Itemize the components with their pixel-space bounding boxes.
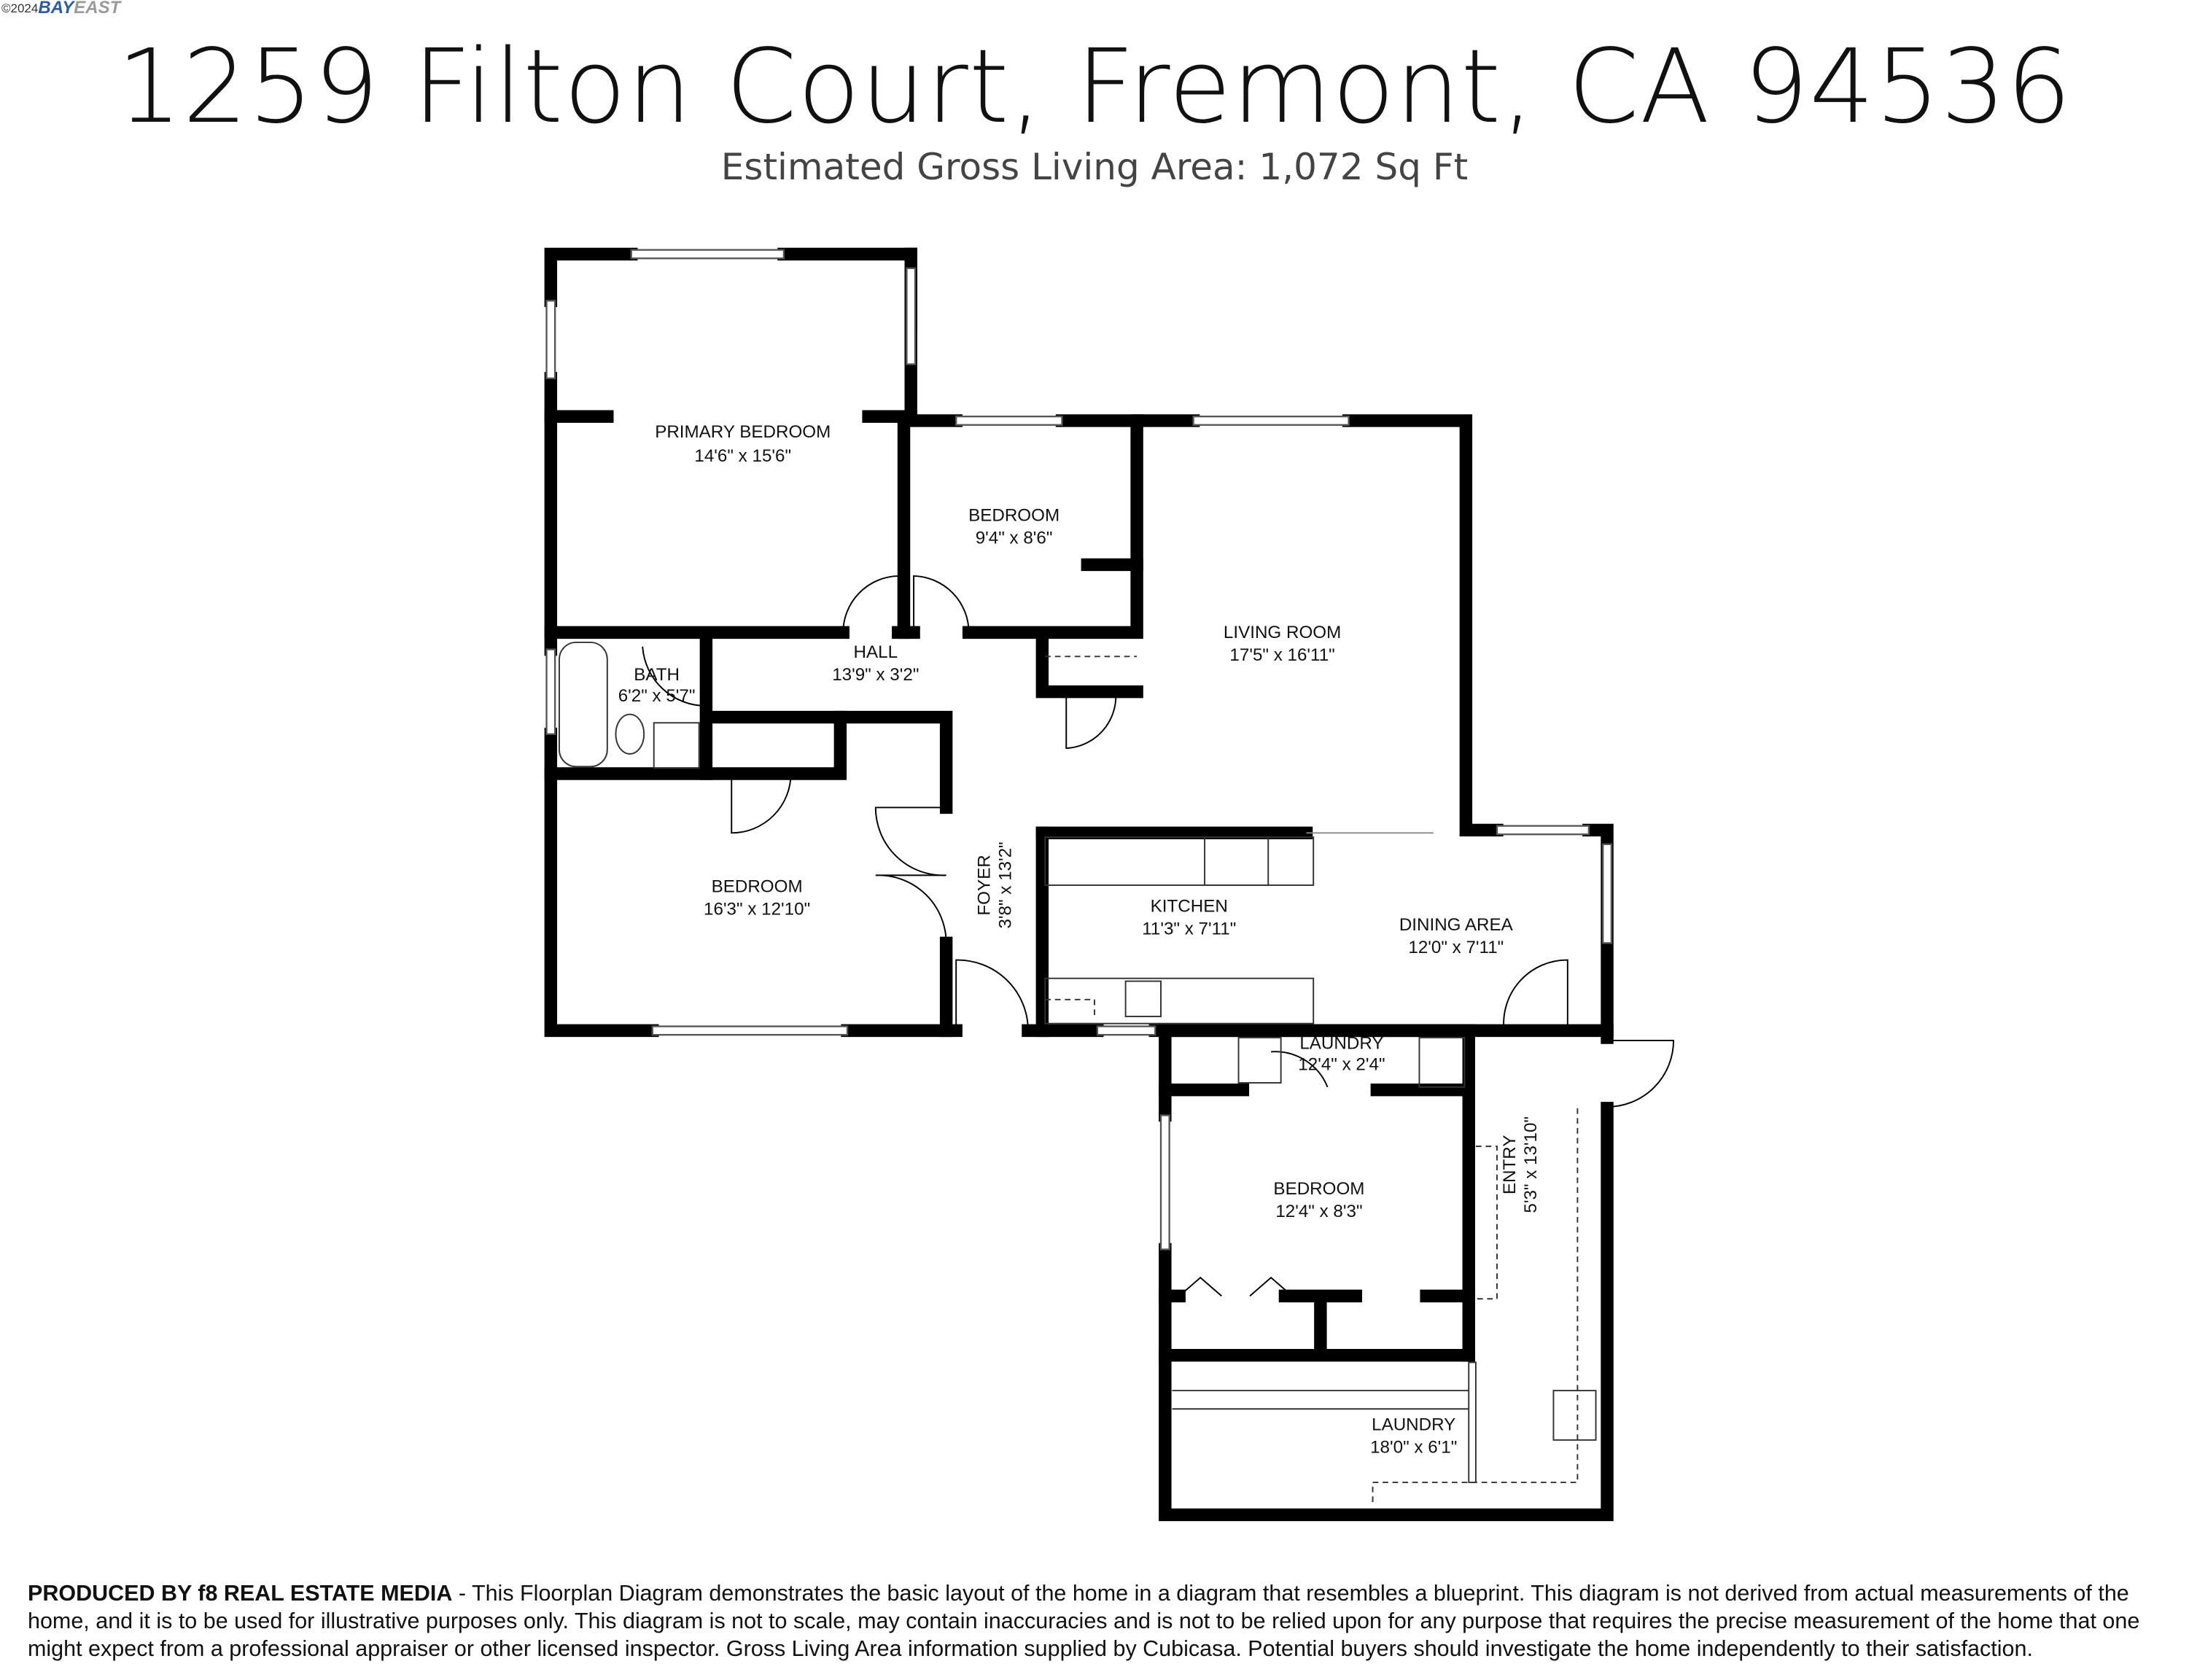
room-size: 14'6" x 15'6": [694, 446, 791, 466]
bayeast-logo: ©2024 BAY EAST: [1, 0, 120, 18]
room-size: 12'4" x 8'3": [1275, 1202, 1362, 1221]
gross-living-area: Estimated Gross Living Area: 1,072 Sq Ft: [720, 146, 1469, 188]
logo-brand-east: EAST: [74, 0, 121, 18]
page-title: 1259 Filton Court, Fremont, CA 94536: [117, 28, 2072, 147]
room-name: BEDROOM: [968, 505, 1059, 525]
water-heater: [1552, 1390, 1597, 1441]
room-size: 12'4" x 2'4": [1298, 1055, 1385, 1075]
room-name: BEDROOM: [712, 877, 803, 897]
room-labels: PRIMARY BEDROOM 14'6" x 15'6" BEDROOM 9'…: [618, 422, 1541, 1457]
room-size: 16'3" x 12'10": [704, 900, 810, 919]
room-size: 11'3" x 7'11": [1142, 919, 1236, 939]
door-foyer: [955, 959, 1029, 1031]
windows: [545, 249, 1613, 1251]
kitchen-counter-bottom: [1044, 977, 1315, 1024]
room-name: ENTRY: [1500, 1135, 1520, 1195]
bathtub: [558, 641, 608, 768]
toilet: [615, 713, 645, 755]
room-size: 17'5" x 16'11": [1229, 645, 1334, 665]
room-name: LIVING ROOM: [1224, 623, 1341, 642]
logo-brand-bay: BAY: [38, 0, 74, 18]
room-name: KITCHEN: [1151, 897, 1228, 917]
stove: [1204, 836, 1270, 886]
disclaimer: PRODUCED BY f8 REAL ESTATE MEDIA - This …: [28, 1579, 2145, 1662]
door-dining: [1503, 959, 1568, 1031]
door-bedroom-closet: [731, 774, 792, 834]
door-bath: [642, 646, 707, 707]
kitchen-counter-top: [1044, 836, 1315, 886]
room-size: 18'0" x 6'1": [1370, 1437, 1457, 1457]
door-laundry: [1271, 1051, 1329, 1088]
room-name: HALL: [854, 642, 898, 662]
room-size: 9'4" x 8'6": [976, 528, 1053, 548]
door-bedroom: [913, 575, 970, 633]
logo-copyright: ©2024: [1, 1, 39, 15]
washer: [1237, 1037, 1282, 1084]
fixtures: [558, 641, 1597, 1505]
sink: [653, 722, 700, 769]
doors: [642, 575, 1675, 1297]
room-name: BEDROOM: [1273, 1179, 1364, 1199]
room-name: LAUNDRY: [1372, 1415, 1455, 1434]
room-name: LAUNDRY: [1299, 1034, 1383, 1054]
disclaimer-body: - This Floorplan Diagram demonstrates th…: [28, 1581, 2140, 1661]
bifold-closet: [1178, 1276, 1293, 1297]
room-size: 3'8" x 13'2": [996, 841, 1016, 928]
disclaimer-lead: PRODUCED BY f8 REAL ESTATE MEDIA: [28, 1581, 453, 1606]
room-size: 6'2" x 5'7": [618, 686, 696, 706]
room-name: FOYER: [975, 855, 995, 915]
kitchen-sink: [1124, 980, 1162, 1017]
room-size: 5'3" x 13'10": [1521, 1116, 1541, 1213]
room-size: 12'0" x 7'11": [1408, 938, 1504, 957]
door-closet: [1065, 691, 1117, 750]
door-primary-bedroom: [842, 575, 899, 633]
door-entry: [1607, 1039, 1675, 1108]
room-size: 13'9" x 3'2": [832, 665, 919, 685]
room-name: DINING AREA: [1399, 915, 1514, 935]
dryer: [1418, 1037, 1466, 1088]
room-name: BATH: [634, 665, 680, 685]
room-name: PRIMARY BEDROOM: [655, 422, 831, 442]
double-door: [874, 806, 947, 944]
